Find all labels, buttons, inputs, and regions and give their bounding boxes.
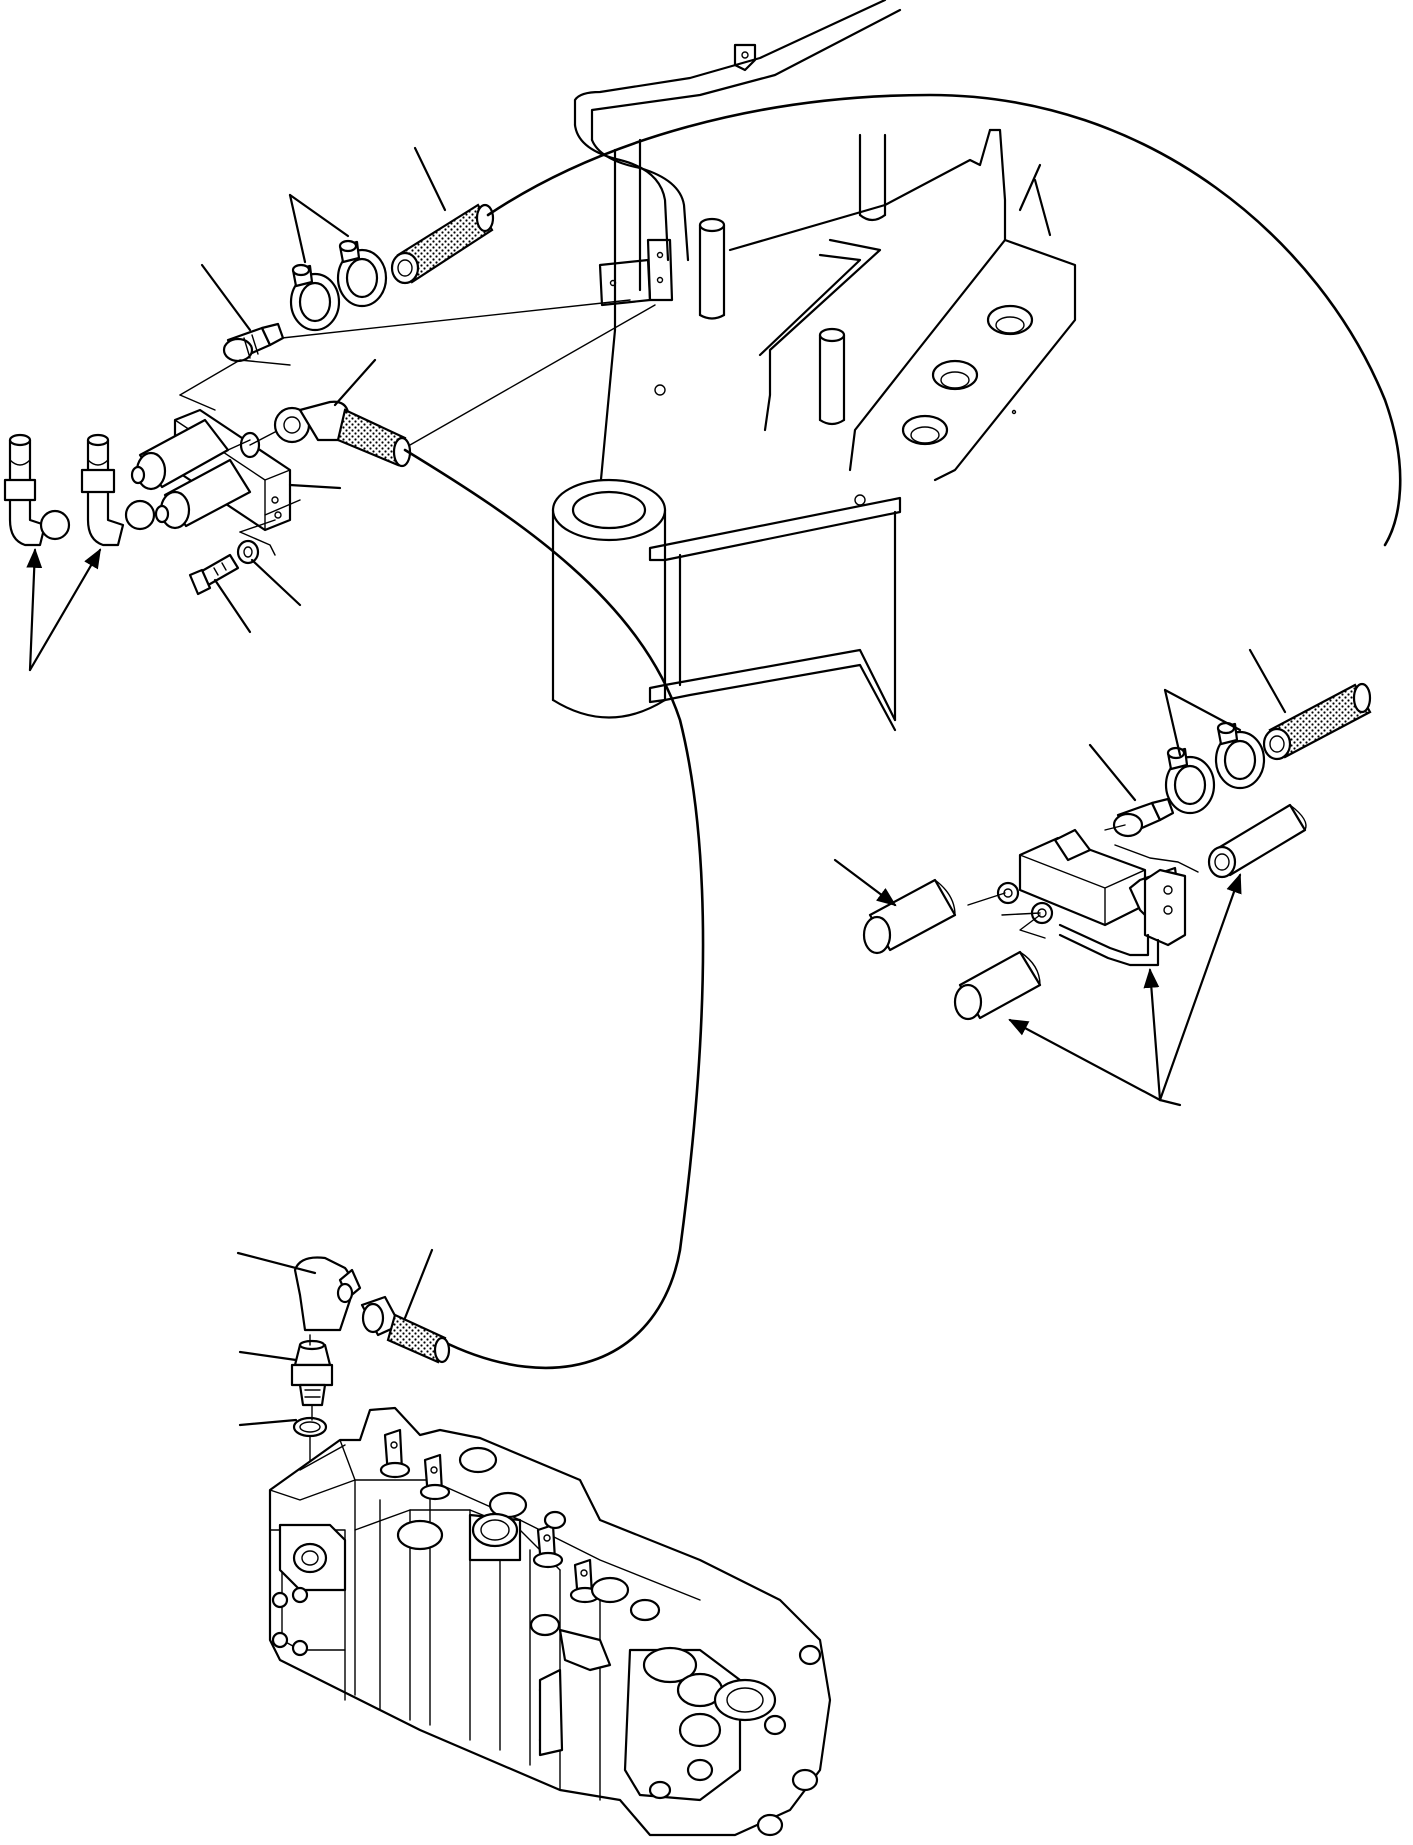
- leader-top-hose: [413, 146, 447, 212]
- elbow-fitting-bottom: [293, 1256, 362, 1332]
- leader-adapter-left: [200, 263, 252, 332]
- leader-lines: [26, 146, 1287, 1427]
- hose-sleeve-top-left: [390, 203, 495, 285]
- leader-pipe-far-left-a: [26, 548, 43, 672]
- adapter-fitting-right: [1112, 797, 1175, 838]
- control-valve: [268, 1406, 832, 1837]
- hose-clamp-right-b: [1214, 721, 1266, 790]
- hydraulic-hoses: [403, 93, 1402, 1370]
- right-valve-assembly: [862, 682, 1372, 1021]
- elbow-fitting-left: [273, 400, 412, 468]
- leader-elbow-left: [333, 358, 377, 407]
- adapter-fitting-left: [222, 322, 285, 363]
- leader-pipes-right-c: [1158, 873, 1242, 1102]
- left-valve-assembly: [3, 203, 656, 596]
- bottom-fittings: [290, 1256, 451, 1531]
- leader-pipes-right-b: [1143, 968, 1162, 1102]
- pipe-stub-right-low: [953, 950, 1042, 1021]
- o-ring-bottom: [292, 1416, 328, 1438]
- hose-center-loop: [403, 448, 705, 1370]
- washer-left: [236, 539, 260, 565]
- leader-clamps-right: [1163, 688, 1242, 732]
- bolt-left: [188, 553, 240, 596]
- leader-pipe-right-mid: [833, 858, 897, 907]
- selector-valve-right: [996, 828, 1187, 967]
- leader-top-clamps: [288, 193, 350, 238]
- leader-pipe-far-left-b: [28, 548, 102, 672]
- leader-elbow-bottom: [236, 1251, 317, 1275]
- leader-o-ring-bottom: [238, 1418, 298, 1427]
- pipe-stub-right-top: [1207, 803, 1307, 879]
- leader-bolt-left: [213, 578, 252, 634]
- machine-frame: [551, 0, 1077, 732]
- hose-clamp-left-a: [289, 263, 341, 332]
- leader-adapter-bottom: [238, 1350, 298, 1362]
- leader-pipes-right-a: [1008, 1018, 1162, 1102]
- pipe-end-far-left: [3, 433, 156, 547]
- hose-clamp-left-b: [336, 239, 388, 308]
- adapter-bottom: [290, 1339, 334, 1407]
- hose-sleeve-right: [1262, 682, 1372, 761]
- leader-hose-right: [1248, 648, 1287, 714]
- hose-top-arc: [486, 93, 1402, 547]
- hose-end-bottom: [360, 1295, 451, 1364]
- leader-adapter-right: [1088, 743, 1137, 802]
- leader-washer-left: [250, 558, 302, 607]
- explode-line-left-a: [179, 359, 291, 396]
- leader-hose-bottom: [403, 1248, 434, 1320]
- leader-valve-left: [288, 483, 342, 490]
- selector-valve-left: [130, 408, 292, 532]
- pipe-stub-right-mid: [862, 878, 957, 955]
- hose-clamp-right-a: [1164, 746, 1216, 815]
